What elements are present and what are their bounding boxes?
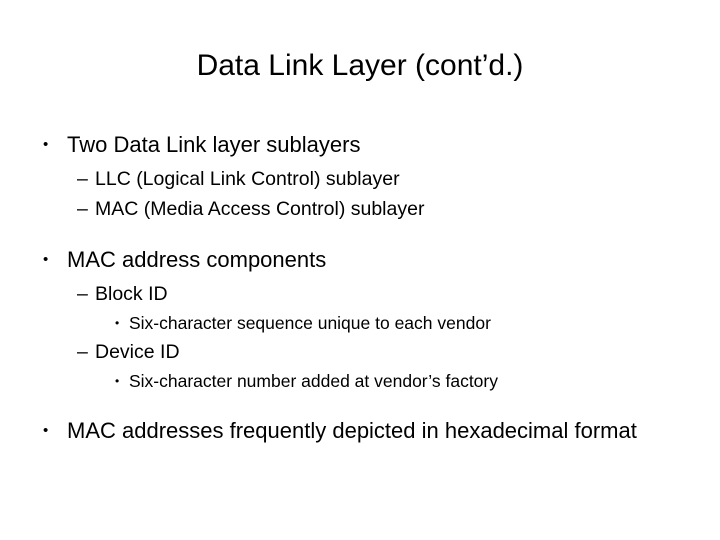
bullet-level3-six-character-sequence: • Six-character sequence unique to each … <box>0 310 720 336</box>
dash-marker-icon: – <box>77 198 88 220</box>
dash-marker-icon: – <box>77 283 88 305</box>
bullet-marker-icon: • <box>43 422 49 439</box>
bullet-text: Block ID <box>95 283 168 305</box>
dash-marker-icon: – <box>77 341 88 363</box>
dash-marker-icon: – <box>77 168 88 190</box>
bullet-level1-mac-addresses-hexadecimal: • MAC addresses frequently depicted in h… <box>0 416 720 446</box>
bullet-text: LLC (Logical Link Control) sublayer <box>95 168 400 190</box>
spacer <box>0 394 720 416</box>
bullet-text: MAC (Media Access Control) sublayer <box>95 198 425 220</box>
slide-body: • Two Data Link layer sublayers – LLC (L… <box>0 130 720 446</box>
bullet-text: MAC address components <box>67 247 327 272</box>
bullet-text: Two Data Link layer sublayers <box>67 132 361 157</box>
bullet-text: Device ID <box>95 341 180 363</box>
bullet-text: MAC addresses frequently depicted in hex… <box>67 418 637 443</box>
bullet-level1-two-data-link-layer-sublayers: • Two Data Link layer sublayers <box>0 130 720 160</box>
spacer <box>0 223 720 245</box>
bullet-text: Six-character sequence unique to each ve… <box>129 313 491 333</box>
bullet-level2-block-id: – Block ID <box>0 280 720 308</box>
slide-title: Data Link Layer (cont’d.) <box>196 49 524 82</box>
bullet-marker-icon: • <box>43 136 49 153</box>
bullet-marker-icon: • <box>43 251 49 268</box>
bullet-marker-icon: • <box>115 316 120 330</box>
bullet-level2-llc-sublayer: – LLC (Logical Link Control) sublayer <box>0 165 720 193</box>
bullet-level2-mac-sublayer: – MAC (Media Access Control) sublayer <box>0 195 720 223</box>
bullet-level2-device-id: – Device ID <box>0 338 720 366</box>
bullet-marker-icon: • <box>115 374 120 388</box>
bullet-level3-six-character-number: • Six-character number added at vendor’s… <box>0 368 720 394</box>
bullet-text: Six-character number added at vendor’s f… <box>129 371 498 391</box>
bullet-level1-mac-address-components: • MAC address components <box>0 245 720 275</box>
